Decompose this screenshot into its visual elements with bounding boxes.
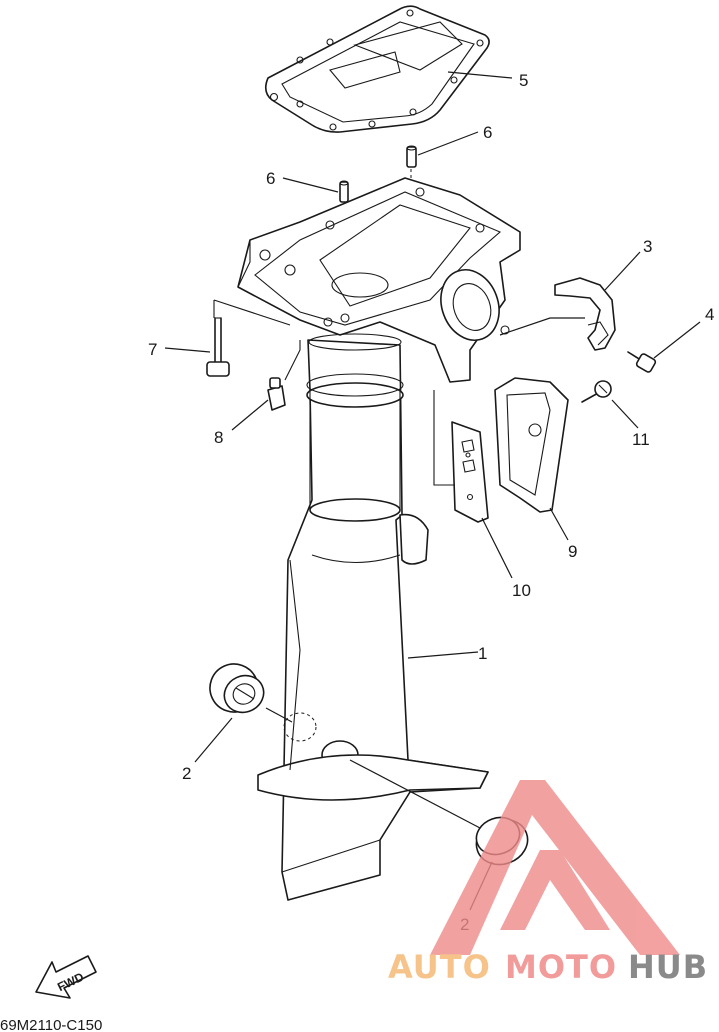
callout-11: 11 (632, 430, 650, 449)
cover-part-9[interactable] (494, 377, 569, 513)
callout-6-right: 6 (483, 123, 492, 142)
callout-1: 1 (478, 644, 487, 663)
watermark-logo (430, 780, 680, 955)
screw-part-11[interactable] (581, 380, 612, 403)
svg-text:HUB: HUB (628, 948, 708, 986)
callout-3: 3 (643, 237, 652, 256)
svg-text:MOTO: MOTO (505, 948, 617, 986)
callout-9: 9 (568, 542, 577, 561)
watermark-text: AUTO MOTO HUB (388, 948, 708, 986)
screw-part-4[interactable] (627, 351, 657, 373)
clamp-bracket-part-3[interactable] (554, 277, 616, 351)
callout-labels: 5 6 6 3 4 7 8 11 9 10 1 2 2 (148, 71, 714, 934)
fitting-part-8[interactable] (267, 340, 301, 411)
upper-mount-casing (237, 177, 521, 383)
bolt-part-7[interactable] (206, 299, 291, 377)
diagram-code: 69M2110-C150 (0, 1017, 102, 1032)
drive-shaft-housing-part-1[interactable] (257, 333, 489, 901)
callout-10: 10 (512, 581, 531, 600)
fwd-arrow-icon: FWD (35, 955, 97, 999)
svg-text:AUTO: AUTO (388, 948, 491, 986)
plate-part-10[interactable] (433, 390, 489, 523)
callout-8: 8 (214, 428, 223, 447)
callout-5: 5 (519, 71, 528, 90)
leader-lines (164, 71, 701, 911)
callout-7: 7 (148, 340, 157, 359)
dowel-pin-part-6-right[interactable] (406, 145, 417, 168)
grommet-part-2-left[interactable] (202, 656, 270, 720)
callout-2-left: 2 (182, 764, 191, 783)
callout-6-left: 6 (266, 169, 275, 188)
callout-4: 4 (705, 305, 714, 324)
gasket-part-5[interactable] (264, 5, 490, 133)
